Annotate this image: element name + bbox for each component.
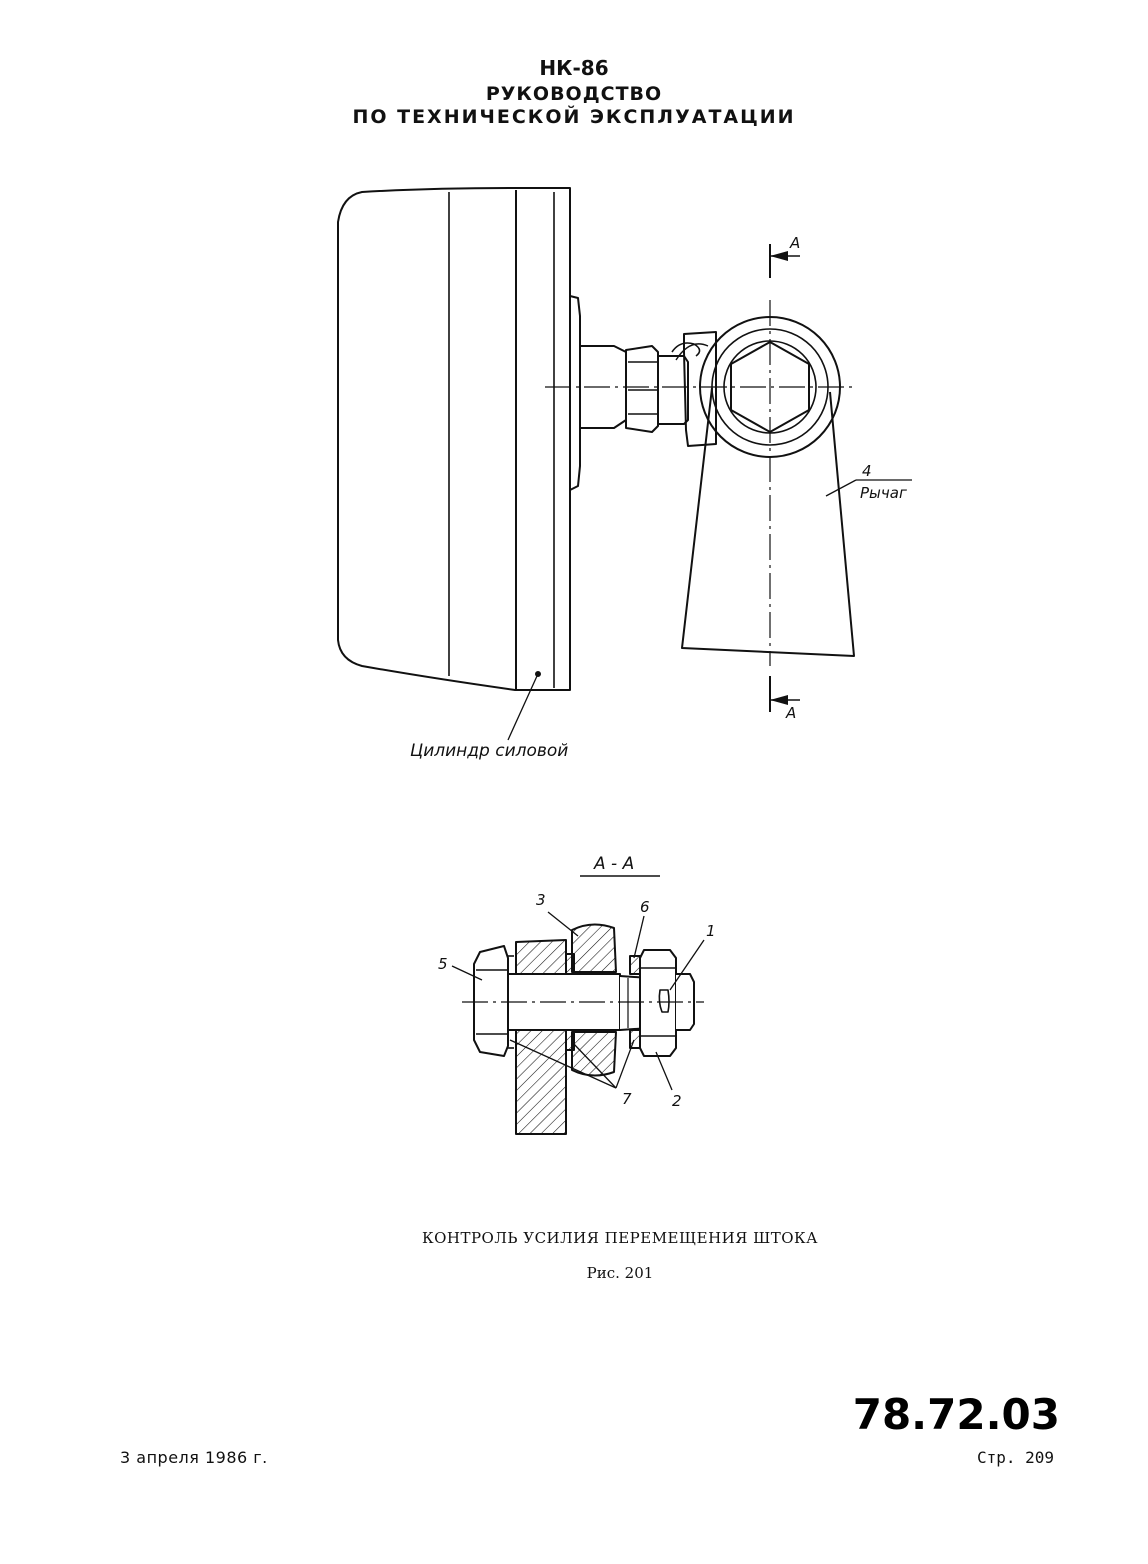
figure-number: Рис. 201 [586, 1264, 654, 1282]
section-title: A - A [594, 854, 635, 874]
lever-arm [681, 387, 855, 657]
cylinder-body [337, 187, 571, 691]
lock-nut [625, 345, 659, 433]
callout-5: 5 [438, 955, 448, 973]
cotter-pin [658, 989, 670, 1013]
page-number: Стр. 209 [976, 1448, 1054, 1467]
callout-2: 2 [672, 1092, 682, 1110]
cylinder-label: Цилиндр силовой [410, 741, 569, 761]
top-view-drawing [337, 187, 912, 741]
section-mark-bottom: A [786, 704, 797, 722]
lever-plate-section [515, 939, 567, 1135]
callout-4: 4 [862, 462, 872, 480]
castle-nut [639, 949, 677, 1057]
callout-6: 6 [640, 898, 650, 916]
callout-3: 3 [536, 891, 546, 909]
document-date: 3 апреля 1986 г. [120, 1448, 268, 1467]
bolt-head [473, 945, 509, 1057]
callout-1: 1 [706, 922, 716, 940]
figure-caption-title: КОНТРОЛЬ УСИЛИЯ ПЕРЕМЕЩЕНИЯ ШТОКА [421, 1229, 819, 1247]
cylinder-flange [569, 295, 581, 491]
rod-end-eye [683, 331, 717, 447]
document-product: НК-86 [539, 56, 609, 80]
callout-7: 7 [622, 1090, 632, 1108]
lever-label: Рычаг [860, 484, 907, 502]
spherical-bearing [571, 923, 617, 973]
document-title-line2: ПО ТЕХНИЧЕСКОЙ ЭКСПЛУАТАЦИИ [352, 106, 796, 128]
section-view-drawing [451, 875, 705, 1135]
document-title-line1: РУКОВОДСТВО [485, 83, 663, 105]
section-mark-top: A [790, 234, 801, 252]
document-number: 78.72.03 [852, 1390, 1060, 1439]
